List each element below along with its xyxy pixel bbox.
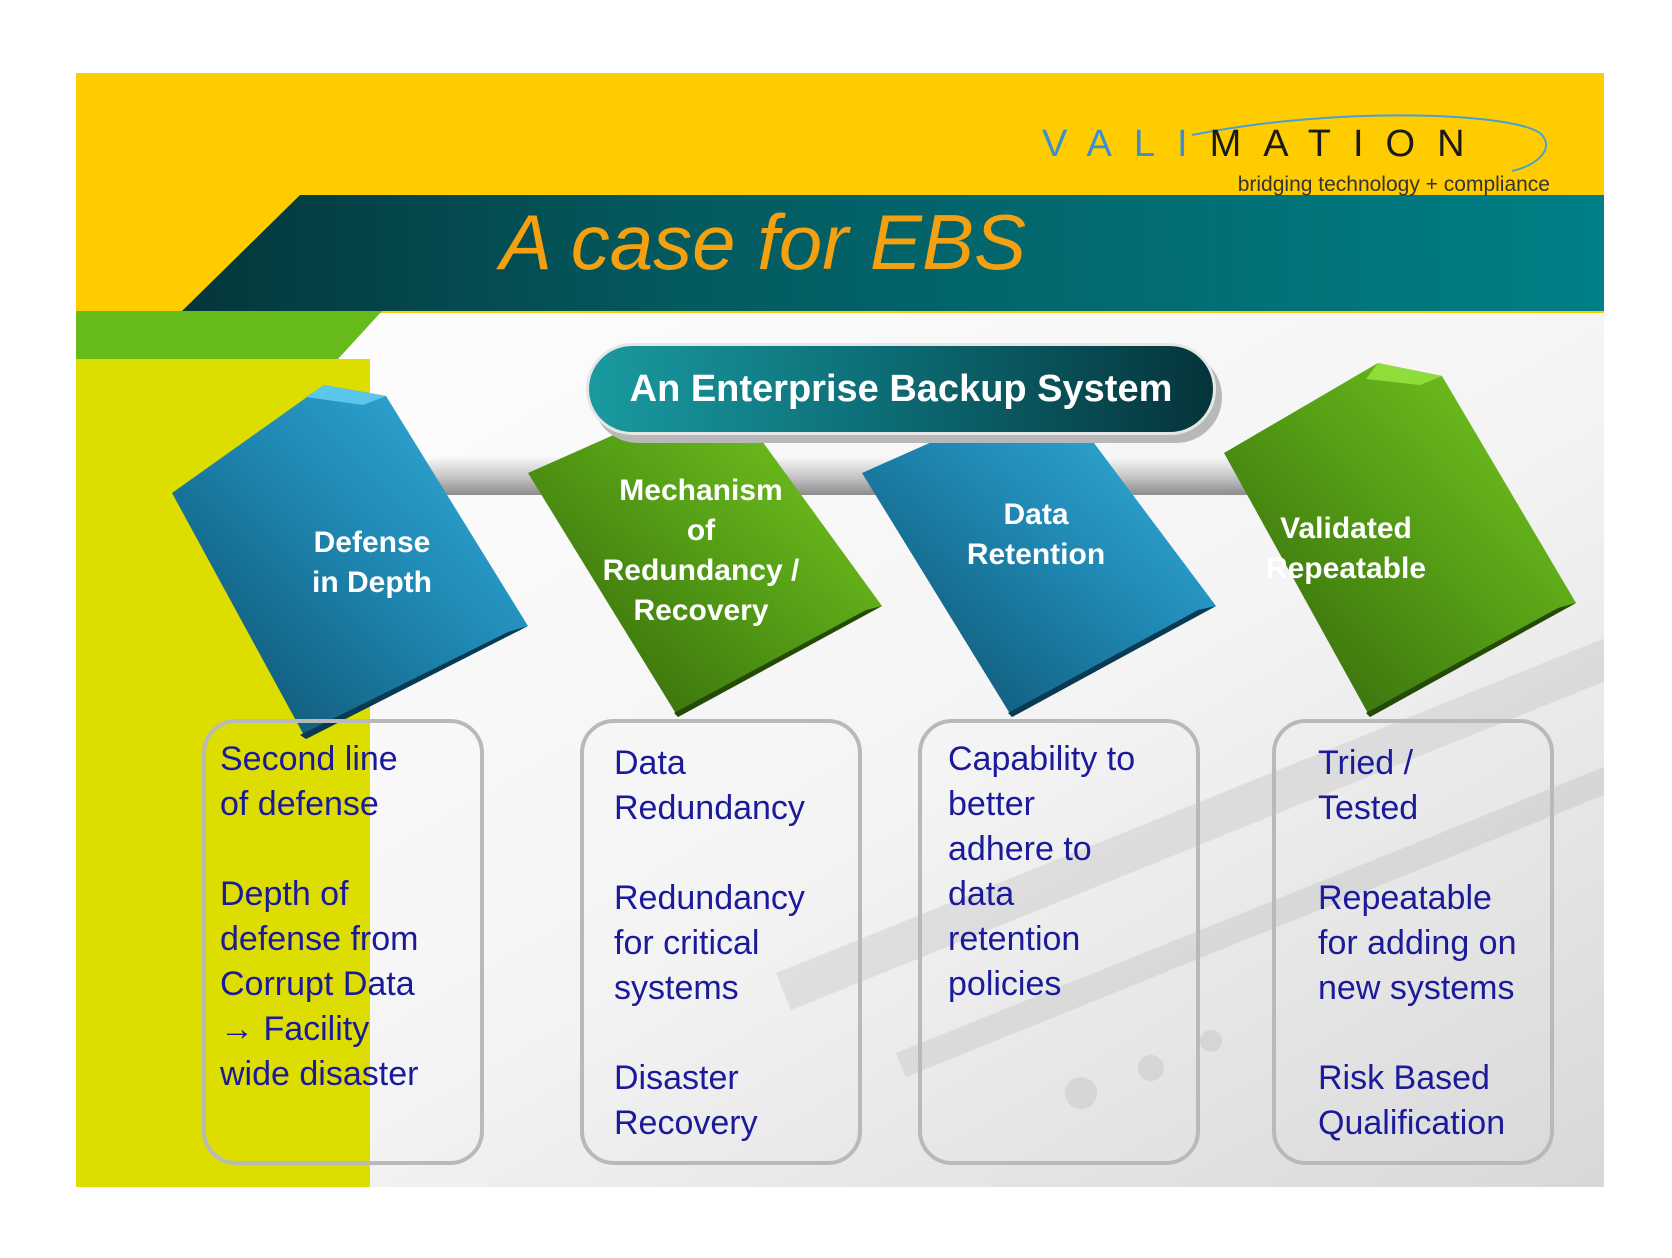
cube-label-line: of	[686, 514, 716, 547]
bullet-item: Data Redundancy	[614, 741, 805, 831]
text-line: retention	[948, 920, 1081, 958]
cube-label-line: Data	[1003, 498, 1069, 531]
text-line: data	[948, 875, 1015, 913]
slide-title: A case for EBS	[500, 198, 1027, 286]
cube-label-validated-repeatable: Validated Repeatable	[1216, 509, 1476, 589]
text-line: policies	[948, 965, 1062, 1003]
text-line: Qualification	[1318, 1104, 1506, 1142]
cube-label-line: in Depth	[312, 566, 432, 599]
text-line: of defense	[220, 785, 379, 823]
box-text-validated-repeatable: Tried / Tested Repeatable for adding on …	[1318, 741, 1517, 1146]
box-validated-repeatable	[1272, 719, 1554, 1165]
cube-label-line: Retention	[966, 538, 1106, 571]
text-line: adhere to	[948, 830, 1092, 868]
box-text-data-retention: Capability to better adhere to data rete…	[948, 737, 1135, 1007]
cube-label-data-retention: Data Retention	[916, 495, 1156, 575]
bullet-item: Tried / Tested	[1318, 741, 1517, 831]
text-line: Risk Based	[1318, 1059, 1490, 1097]
cube-label-defense-in-depth: Defense in Depth	[252, 523, 492, 603]
bullet-item: Redundancy for critical systems	[614, 876, 805, 1011]
slide: VALIMATION bridging technology + complia…	[76, 73, 1604, 1187]
text-line: for adding on	[1318, 924, 1517, 962]
text-line: wide disaster	[220, 1055, 419, 1093]
text-line: Redundancy	[614, 789, 805, 827]
box-data-retention	[918, 719, 1200, 1165]
text-line: Redundancy	[614, 879, 805, 917]
logo-swoosh	[1191, 114, 1548, 172]
bullet-item: Repeatable for adding on new systems	[1318, 876, 1517, 1011]
bullet-item: Risk Based Qualification	[1318, 1056, 1517, 1146]
bullet-item: Capability to better adhere to data rete…	[948, 737, 1135, 1007]
cube-label-line: Recovery	[633, 594, 769, 627]
text-line: defense from	[220, 920, 419, 958]
box-text-defense-in-depth: Second line of defense Depth of defense …	[220, 737, 418, 1097]
logo-tagline: bridging technology + compliance	[1237, 173, 1550, 196]
bullet-item: Depth of defense from Corrupt Data → Fac…	[220, 872, 418, 1097]
box-text-mechanism-of-redundancy: Data Redundancy Redundancy for critical …	[614, 741, 805, 1146]
cube-label-line: Redundancy /	[602, 554, 800, 587]
text-line: new systems	[1318, 969, 1515, 1007]
text-line: Data	[614, 744, 686, 782]
text-line: Tried /	[1318, 744, 1414, 782]
text-line: Disaster	[614, 1059, 739, 1097]
logo-word-vali: VALI	[1042, 123, 1210, 165]
slide-background	[76, 73, 1604, 1187]
text-line: for critical	[614, 924, 760, 962]
logo-word-mation: MATION	[1209, 123, 1487, 165]
cube-label-line: Validated	[1280, 512, 1412, 545]
box-mechanism-of-redundancy	[580, 719, 862, 1165]
text-line: Tested	[1318, 789, 1419, 827]
text-line: Repeatable	[1318, 879, 1492, 917]
box-defense-in-depth	[202, 719, 484, 1165]
text-line: Capability to	[948, 740, 1136, 778]
logo-wordmark: VALIMATION	[1042, 123, 1487, 166]
text-line: Second line	[220, 740, 398, 778]
valimation-logo: VALIMATION bridging technology + complia…	[1042, 113, 1562, 203]
text-line: better	[948, 785, 1035, 823]
cube-label-mechanism-of-redundancy: Mechanism of Redundancy / Recovery	[576, 471, 826, 631]
cube-label-line: Defense	[313, 526, 431, 559]
text-line: Corrupt Data	[220, 965, 415, 1003]
text-line: Depth of	[220, 875, 349, 913]
bullet-item: Disaster Recovery	[614, 1056, 805, 1146]
enterprise-backup-system-label: An Enterprise Backup System	[586, 343, 1216, 435]
text-line: systems	[614, 969, 739, 1007]
text-line: → Facility	[220, 1010, 370, 1048]
bullet-item: Second line of defense	[220, 737, 418, 827]
text-line: Recovery	[614, 1104, 758, 1142]
cube-label-line: Repeatable	[1265, 552, 1427, 585]
cube-label-line: Mechanism	[619, 474, 783, 507]
